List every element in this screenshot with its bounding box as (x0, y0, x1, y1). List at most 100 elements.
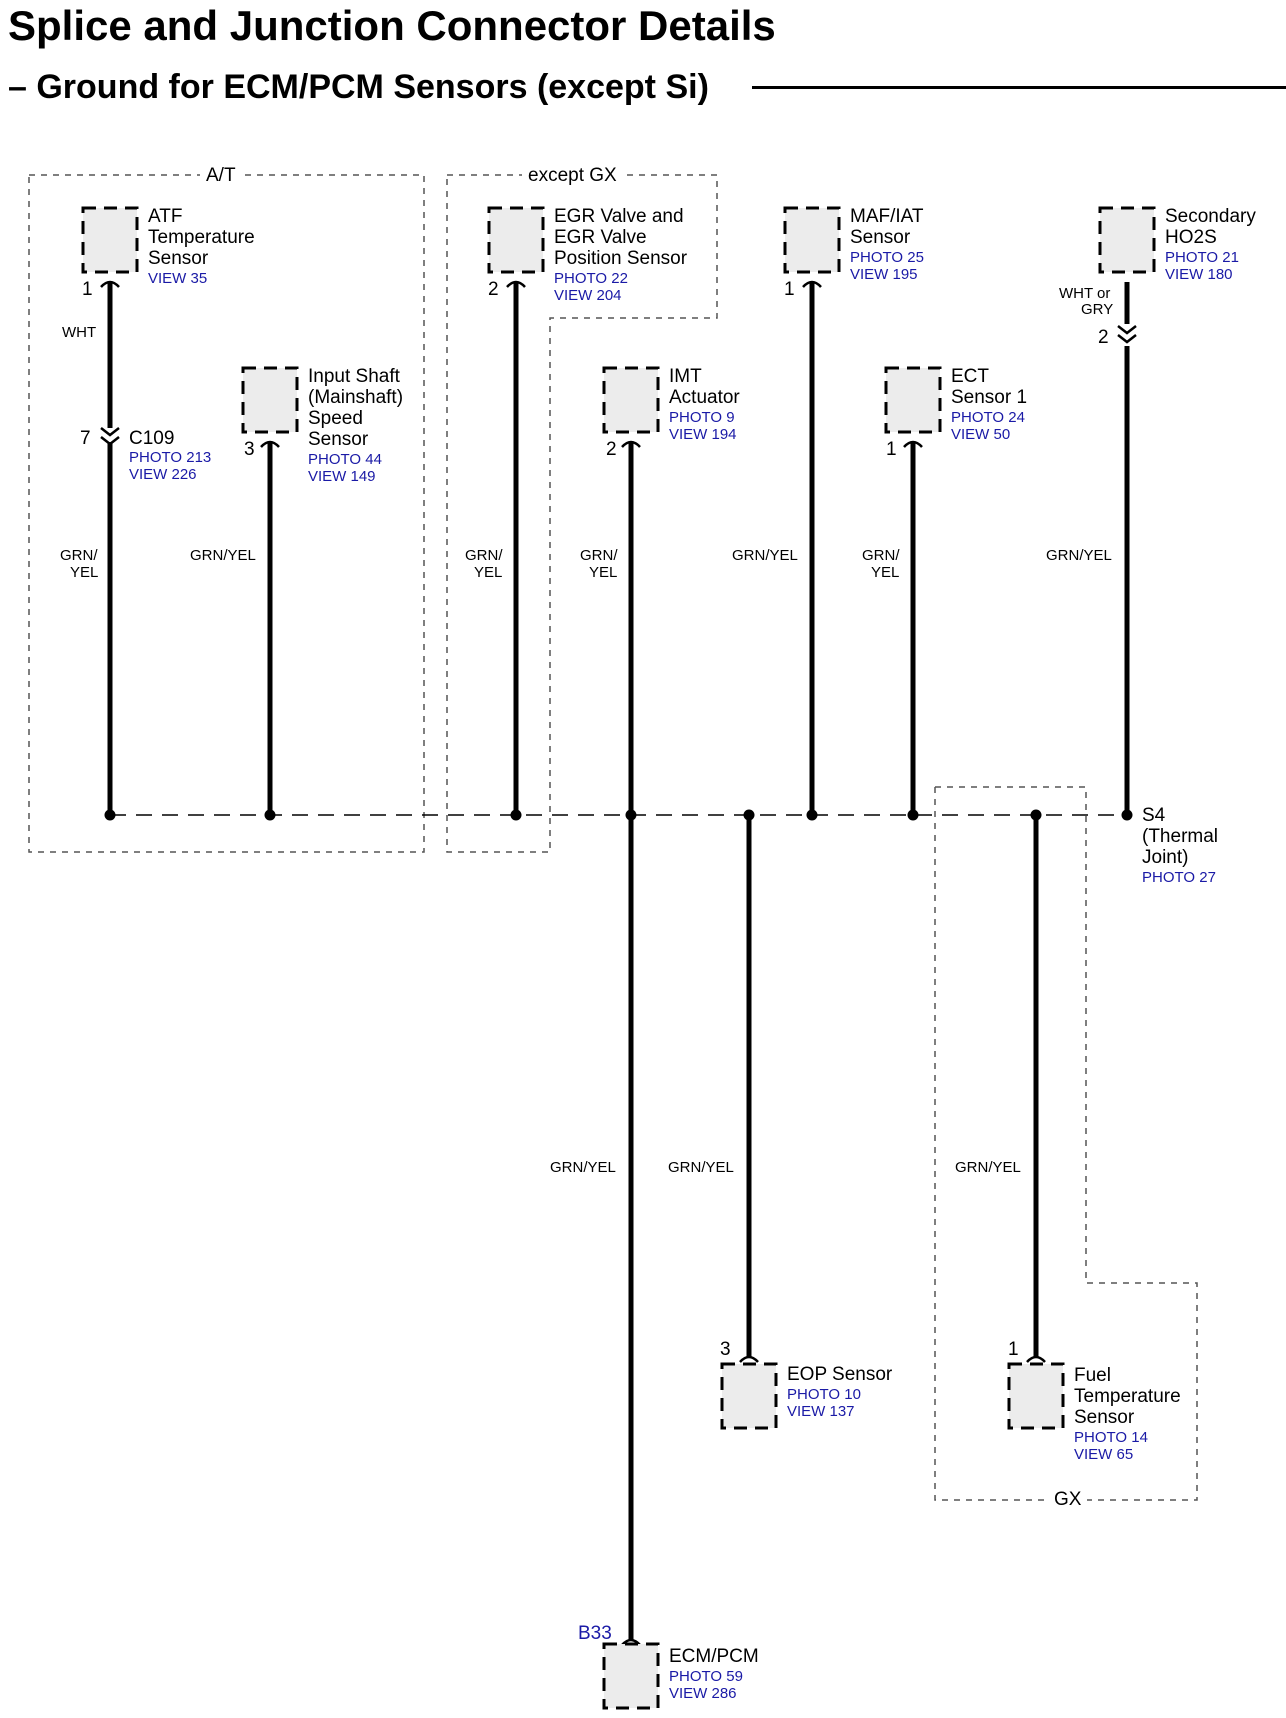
ho2s-photo-link[interactable]: PHOTO 21 (1165, 249, 1239, 266)
imt-connector-box (602, 366, 660, 434)
eop-connector-box (720, 1362, 778, 1430)
ho2s-view-link[interactable]: VIEW 180 (1165, 266, 1233, 283)
egr-pin: 2 (488, 279, 499, 300)
ho2s-name-2: HO2S (1165, 227, 1217, 248)
pin-cap-atf (100, 280, 120, 288)
splice-dot-maf (806, 809, 818, 821)
ho2s-connector-box (1098, 206, 1156, 274)
splice-dot-fuel (1030, 809, 1042, 821)
ect-photo-link[interactable]: PHOTO 24 (951, 409, 1025, 426)
imt-wire-color-1: GRN/ (580, 547, 618, 564)
issp-sensor-name-4: Sensor (308, 429, 369, 450)
zone-gx-boundary (934, 786, 1198, 1501)
ect-name-2: Sensor 1 (951, 387, 1028, 408)
splice-dot-atf (104, 809, 116, 821)
splice-dot-egr (510, 809, 522, 821)
ho2s-lower-wire-color: GRN/YEL (1046, 547, 1112, 564)
imt-name-2: Actuator (669, 387, 740, 408)
ect-wire-color-2: YEL (871, 564, 900, 581)
fuel-view-link[interactable]: VIEW 65 (1074, 1446, 1134, 1463)
imt-name-1: IMT (669, 366, 702, 387)
pin-cap-egr (506, 280, 526, 288)
pin-cap-ecm (621, 1638, 641, 1646)
ect-name-1: ECT (951, 366, 989, 387)
imt-view-link[interactable]: VIEW 194 (669, 426, 737, 443)
atf-sensor-name-3: Sensor (148, 248, 209, 269)
egr-view-link[interactable]: VIEW 204 (554, 287, 622, 304)
issp-connector-box (241, 366, 299, 434)
zone-at-boundary (28, 174, 425, 853)
ecm-connector-box (602, 1642, 660, 1710)
issp-view-link[interactable]: VIEW 149 (308, 468, 376, 485)
splice-s4-name-3: Joint) (1142, 847, 1189, 868)
egr-name-2: EGR Valve (554, 227, 647, 248)
ect-view-link[interactable]: VIEW 50 (951, 426, 1011, 443)
ho2s-name-1: Secondary (1165, 206, 1256, 227)
atf-sensor-view-link[interactable]: VIEW 35 (148, 270, 208, 287)
splice-dot-s4 (1121, 809, 1133, 821)
egr-wire-color-2: YEL (474, 564, 503, 581)
ect-connector-box (884, 366, 942, 434)
splice-s4-name-2: (Thermal (1142, 826, 1219, 847)
imt-pin: 2 (606, 439, 617, 460)
c109-symbol (100, 427, 120, 446)
splice-dot-issp (264, 809, 276, 821)
eop-wire-color: GRN/YEL (668, 1159, 734, 1176)
ecm-photo-link[interactable]: PHOTO 59 (669, 1668, 743, 1685)
ecm-connector-id: B33 (578, 1623, 612, 1644)
atf-sensor-name-2: Temperature (148, 227, 255, 248)
ho2s-inline-pin: 2 (1098, 327, 1109, 348)
fuel-photo-link[interactable]: PHOTO 14 (1074, 1429, 1148, 1446)
issp-wire-color: GRN/YEL (190, 547, 256, 564)
eop-name: EOP Sensor (787, 1364, 893, 1385)
ecm-view-link[interactable]: VIEW 286 (669, 1685, 737, 1702)
atf-wire-color: WHT (62, 324, 97, 341)
maf-view-link[interactable]: VIEW 195 (850, 266, 918, 283)
splice-dot-eop (743, 809, 755, 821)
splice-dot-ect (907, 809, 919, 821)
c109-pin: 7 (80, 428, 91, 449)
splice-dot-imt (625, 809, 637, 821)
pin-cap-ect (903, 440, 923, 448)
maf-name-2: Sensor (850, 227, 911, 248)
pin-cap-imt (621, 440, 641, 448)
c109-view-link[interactable]: VIEW 226 (129, 466, 197, 483)
egr-name-3: Position Sensor (554, 248, 688, 269)
title-rule (752, 86, 1286, 89)
issp-pin: 3 (244, 439, 255, 460)
eop-view-link[interactable]: VIEW 137 (787, 1403, 855, 1420)
fuel-name-1: Fuel (1074, 1365, 1111, 1386)
pin-cap-fuel (1026, 1355, 1046, 1363)
c109-photo-link[interactable]: PHOTO 213 (129, 449, 212, 466)
c109-name: C109 (129, 428, 175, 449)
maf-connector-box (783, 206, 841, 274)
zone-except-gx-boundary (446, 174, 718, 853)
issp-photo-link[interactable]: PHOTO 44 (308, 451, 382, 468)
page-subtitle: – Ground for ECM/PCM Sensors (except Si) (8, 68, 723, 107)
egr-connector-box (487, 206, 545, 274)
ho2s-wire-color-2: GRY (1081, 301, 1114, 318)
maf-wire-color: GRN/YEL (732, 547, 798, 564)
ect-wire-color-1: GRN/ (862, 547, 900, 564)
maf-pin: 1 (784, 279, 795, 300)
issp-sensor-name-2: (Mainshaft) (308, 387, 404, 408)
eop-photo-link[interactable]: PHOTO 10 (787, 1386, 861, 1403)
splice-s4-photo-link[interactable]: PHOTO 27 (1142, 869, 1216, 886)
zone-except-gx-label: except GX (522, 166, 623, 185)
atf-lower-wire-color-2: YEL (70, 564, 99, 581)
ecm-name: ECM/PCM (669, 1646, 759, 1667)
fuel-name-3: Sensor (1074, 1407, 1135, 1428)
atf-lower-wire-color-1: GRN/ (60, 547, 98, 564)
egr-photo-link[interactable]: PHOTO 22 (554, 270, 628, 287)
imt-photo-link[interactable]: PHOTO 9 (669, 409, 735, 426)
zone-gx-label: GX (1048, 1490, 1088, 1509)
maf-name-1: MAF/IAT (850, 206, 924, 227)
page-title: Splice and Junction Connector Details (8, 2, 776, 49)
atf-sensor-pin: 1 (82, 279, 93, 300)
egr-wire-color-1: GRN/ (465, 547, 503, 564)
issp-sensor-name-3: Speed (308, 408, 363, 429)
ecm-wire-color: GRN/YEL (550, 1159, 616, 1176)
atf-connector-box (81, 206, 139, 274)
maf-photo-link[interactable]: PHOTO 25 (850, 249, 924, 266)
fuel-connector-box (1007, 1362, 1065, 1430)
